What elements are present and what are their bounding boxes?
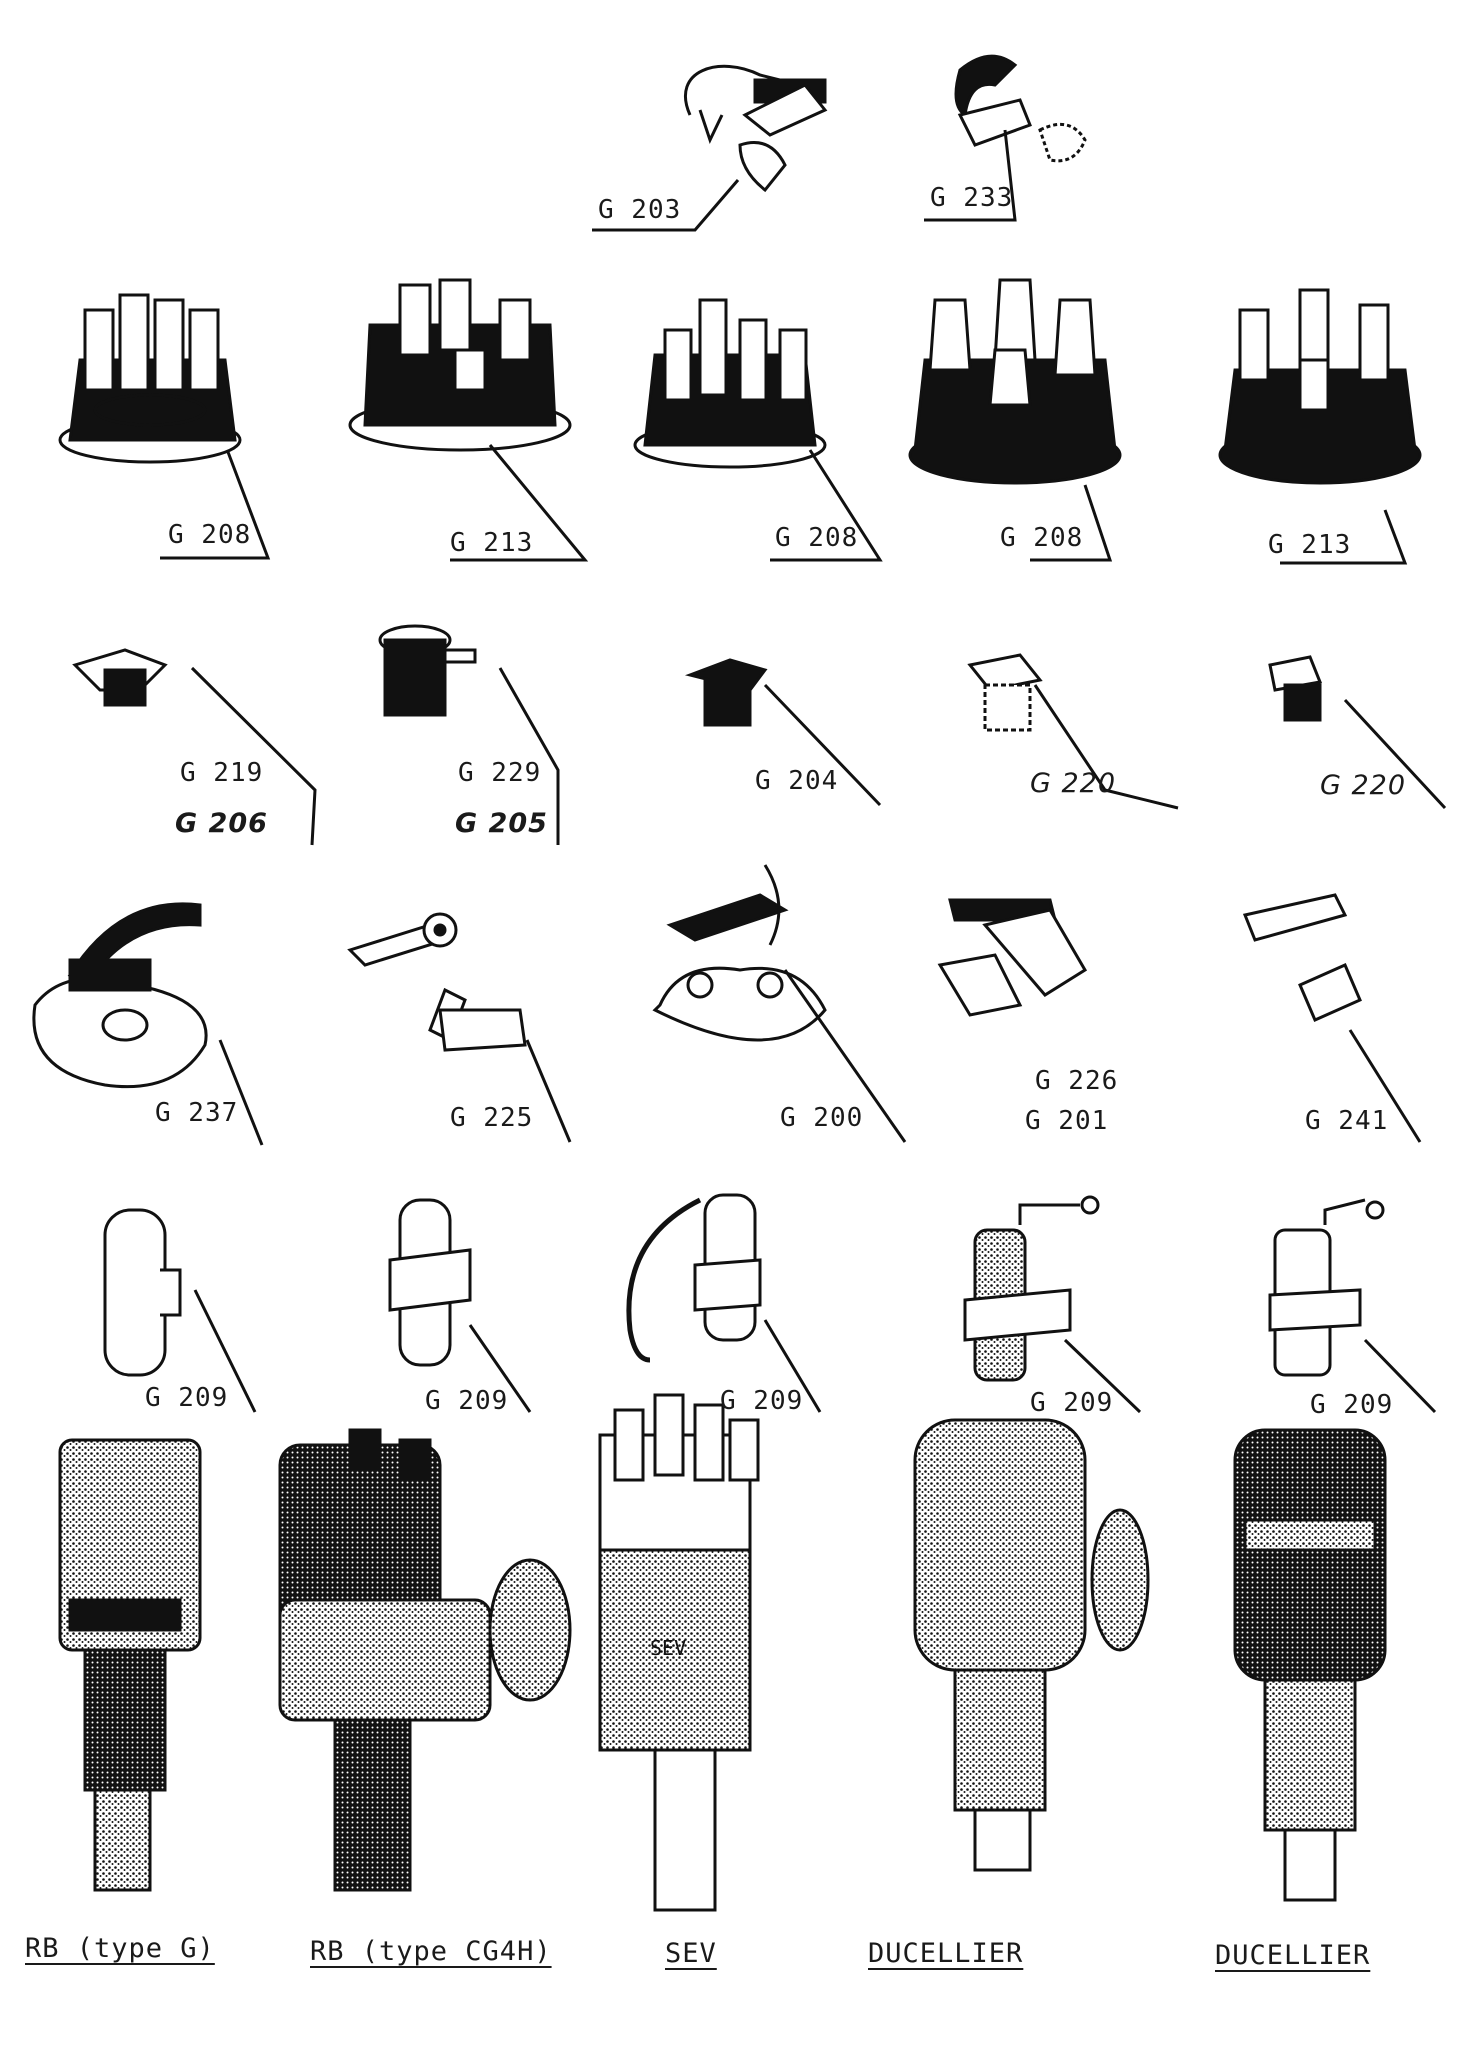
part-label-g203: G 203: [598, 195, 682, 225]
condenser-illustration-3: [626, 1193, 762, 1363]
part-label-condenser-4: G 209: [1030, 1388, 1114, 1418]
rotor-illustration-4: [967, 653, 1043, 732]
condenser-illustration-5: [1268, 1198, 1385, 1377]
contact-set-illustration-g237: [32, 902, 208, 1089]
part-label-rotor-1-upper: G 219: [180, 758, 264, 788]
part-label-rotor-2-lower: G 205: [455, 808, 548, 839]
distributor-cap-illustration-1: [58, 293, 242, 464]
part-label-contact-1: G 237: [155, 1098, 239, 1128]
part-label-rotor-2-upper: G 229: [458, 758, 542, 788]
rotor-illustration-2: [378, 624, 477, 717]
distributor-label-rb-type-cg4h: RB (type CG4H): [310, 1936, 552, 1967]
contact-set-illustration-g226-g201: [937, 898, 1088, 1017]
distributor-label-ducellier-2: DUCELLIER: [1215, 1940, 1371, 1971]
part-label-cap-3: G 208: [775, 523, 859, 553]
part-label-cap-1: G 208: [168, 520, 252, 550]
distributor-cap-illustration-5: [1218, 288, 1422, 485]
distributor-illustration-rb-type-g: [58, 1438, 202, 1892]
part-label-contact-2: G 225: [450, 1103, 534, 1133]
distributor-label-sev: SEV: [665, 1938, 717, 1969]
distributor-cap-illustration-4: [908, 278, 1122, 485]
contact-set-illustration-g203: [683, 64, 828, 193]
part-label-g233: G 233: [930, 183, 1014, 213]
part-label-condenser-3: G 209: [720, 1386, 804, 1416]
rotor-illustration-3: [684, 658, 768, 727]
part-label-contact-4-upper: G 226: [1035, 1066, 1119, 1096]
rotor-illustration-5: [1268, 655, 1323, 722]
distributor-cap-illustration-3: [633, 298, 827, 469]
part-label-contact-3: G 200: [780, 1103, 864, 1133]
part-label-cap-4: G 208: [1000, 523, 1084, 553]
distributor-cap-illustration-2: [348, 278, 572, 452]
contact-set-illustration-g241: [1242, 893, 1362, 1022]
part-label-condenser-5: G 209: [1310, 1390, 1394, 1420]
part-label-contact-5: G 241: [1305, 1106, 1389, 1136]
contact-set-illustration-g233: [954, 54, 1087, 163]
contact-set-illustration-g200: [652, 864, 827, 1042]
part-label-rotor-5: G 220: [1320, 770, 1407, 801]
part-label-rotor-4: G 220: [1030, 768, 1117, 799]
condenser-illustration-4: [963, 1195, 1100, 1382]
part-label-condenser-1: G 209: [145, 1383, 229, 1413]
part-label-condenser-2: G 209: [425, 1386, 509, 1416]
distributor-illustration-sev: SEV: [598, 1393, 760, 1912]
part-label-cap-5: G 213: [1268, 530, 1352, 560]
rotor-illustration-1: [72, 648, 168, 707]
condenser-illustration-2: [388, 1198, 472, 1367]
part-label-rotor-1-lower: G 206: [175, 808, 268, 839]
part-label-rotor-3: G 204: [755, 766, 839, 796]
contact-set-illustration-g225: [347, 912, 527, 1052]
distributor-illustration-ducellier-1: [913, 1418, 1150, 1872]
part-label-contact-4-lower: G 201: [1025, 1106, 1109, 1136]
condenser-illustration-1: [103, 1208, 182, 1377]
svg-text:SEV: SEV: [650, 1636, 686, 1660]
part-label-cap-2: G 213: [450, 528, 534, 558]
distributor-label-ducellier-1: DUCELLIER: [868, 1938, 1024, 1969]
distributor-illustration-rb-type-cg4h: [278, 1428, 572, 1892]
distributor-illustration-ducellier-2: [1233, 1428, 1387, 1902]
distributor-label-rb-type-g: RB (type G): [25, 1933, 215, 1964]
